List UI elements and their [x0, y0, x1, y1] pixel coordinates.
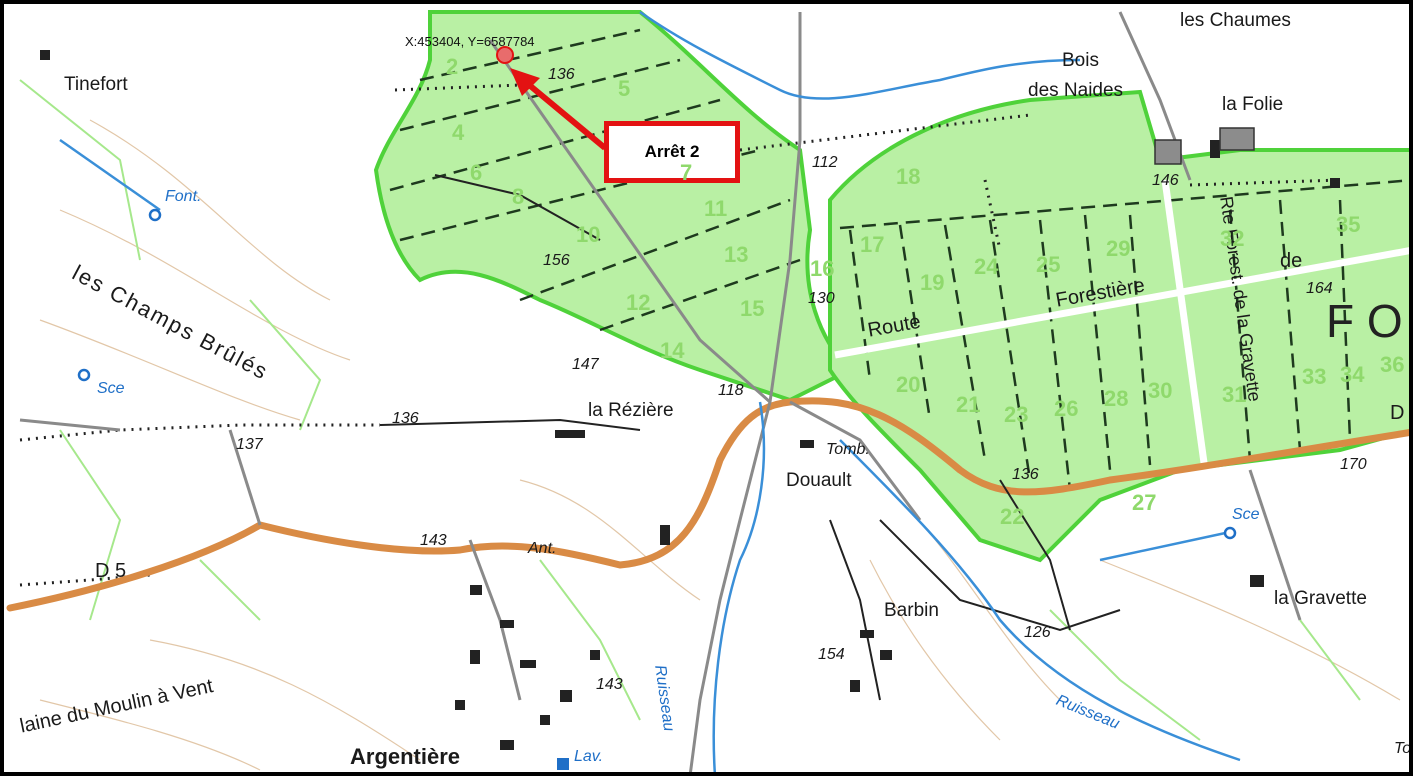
parcel-number: 21	[956, 392, 981, 417]
label-lav: Lav.	[574, 748, 604, 765]
parcel-number: 31	[1222, 382, 1247, 407]
parcel-number: 32	[1220, 226, 1245, 251]
label-d-right: D	[1390, 402, 1405, 424]
label-d5: D 5	[95, 560, 127, 582]
elevation-118: 118	[718, 382, 744, 399]
arrow-head	[510, 68, 540, 96]
parcel-number: 17	[860, 232, 885, 257]
label-sce-right: Sce	[1232, 506, 1260, 523]
elevation-143-b: 143	[596, 676, 623, 693]
parcel-number: 12	[626, 290, 651, 315]
parcel-number: 20	[896, 372, 921, 397]
label-to-right: To	[1394, 740, 1412, 757]
parcel-number: 19	[920, 270, 945, 295]
parcel-lines-east	[839, 178, 1413, 491]
place-tomb: Tomb.	[826, 441, 870, 458]
label-ant: Ant.	[528, 540, 557, 557]
parcel-number: 5	[618, 76, 631, 101]
elevation-112: 112	[812, 154, 838, 171]
elevation-136-a: 136	[548, 66, 575, 83]
place-argentiere: Argentière	[350, 744, 461, 769]
coordinate-readout: X:453404, Y=6587784	[405, 34, 535, 49]
place-barbin: Barbin	[884, 600, 939, 621]
label-font: Font.	[165, 188, 202, 205]
stop-label-box[interactable]: Arrêt 2	[604, 121, 740, 183]
tracks	[379, 174, 1121, 701]
parcel-number: 10	[576, 222, 601, 247]
elevation-136-c: 136	[1012, 466, 1039, 483]
parcel-number: 15	[740, 296, 765, 321]
elevation-130: 130	[808, 290, 835, 307]
place-des-naides: des Naides	[1028, 80, 1124, 101]
parcel-number: 6	[470, 160, 483, 185]
main-road-d5	[6, 397, 1413, 612]
parcel-number: 8	[512, 184, 525, 209]
label-de: de	[1280, 250, 1303, 272]
forest-road-rte	[1161, 179, 1209, 471]
elevation-126: 126	[1024, 624, 1051, 641]
buildings	[40, 50, 1340, 750]
parcel-number: 2	[446, 54, 459, 79]
wash-house-symbol	[557, 758, 569, 770]
parcel-number: 13	[724, 242, 749, 267]
parcel-number: 34	[1340, 362, 1365, 387]
parcel-number: 14	[660, 338, 685, 363]
place-bois: Bois	[1062, 50, 1099, 71]
label-sce-left: Sce	[97, 380, 125, 397]
parcel-number: 29	[1106, 236, 1131, 261]
elevation-154: 154	[818, 646, 845, 663]
elevation-147: 147	[572, 356, 599, 373]
elevation-146: 146	[1152, 172, 1179, 189]
vegetation-traces	[19, 79, 1361, 741]
streams	[59, 10, 1241, 776]
parcel-number: 28	[1104, 386, 1129, 411]
elevation-156: 156	[543, 252, 570, 269]
parcel-number: 35	[1336, 212, 1361, 237]
elevation-164: 164	[1306, 280, 1333, 297]
arrow-line	[526, 81, 607, 151]
parcel-number: 4	[452, 120, 465, 145]
large-buildings	[1154, 127, 1255, 165]
stop-label: Arrêt 2	[644, 142, 700, 161]
parcel-number: 25	[1036, 252, 1061, 277]
place-la-reziere: la Rézière	[588, 400, 674, 421]
parcel-number: 16	[810, 256, 835, 281]
parcel-number: 26	[1054, 396, 1079, 421]
elevation-137: 137	[236, 436, 263, 453]
place-tinefort: Tinefort	[64, 74, 128, 95]
parcel-number: 22	[1000, 504, 1025, 529]
boundary-dotted	[19, 83, 1341, 587]
location-marker	[496, 46, 514, 64]
parcel-number: 27	[1132, 490, 1157, 515]
forest-area-north	[373, 10, 854, 403]
parcel-number: 36	[1380, 352, 1405, 377]
elevation-143-a: 143	[420, 532, 447, 549]
place-les-chaumes: les Chaumes	[1180, 10, 1291, 31]
parcel-number: 18	[896, 164, 921, 189]
parcel-number: 7	[680, 160, 693, 185]
place-la-gravette: la Gravette	[1274, 588, 1367, 609]
parcel-number: 33	[1302, 364, 1327, 389]
elevation-170: 170	[1340, 456, 1367, 473]
spring-symbols	[77, 208, 1237, 540]
parcel-number: 23	[1004, 402, 1029, 427]
parcel-number: 24	[974, 254, 999, 279]
parcel-number: 30	[1148, 378, 1173, 403]
label-fo: F O	[1326, 295, 1403, 347]
place-la-folie: la Folie	[1222, 94, 1284, 115]
parcel-number: 11	[704, 196, 728, 221]
elevation-136-b: 136	[392, 410, 419, 427]
place-douault: Douault	[786, 470, 852, 491]
forest-road-line	[834, 246, 1413, 359]
